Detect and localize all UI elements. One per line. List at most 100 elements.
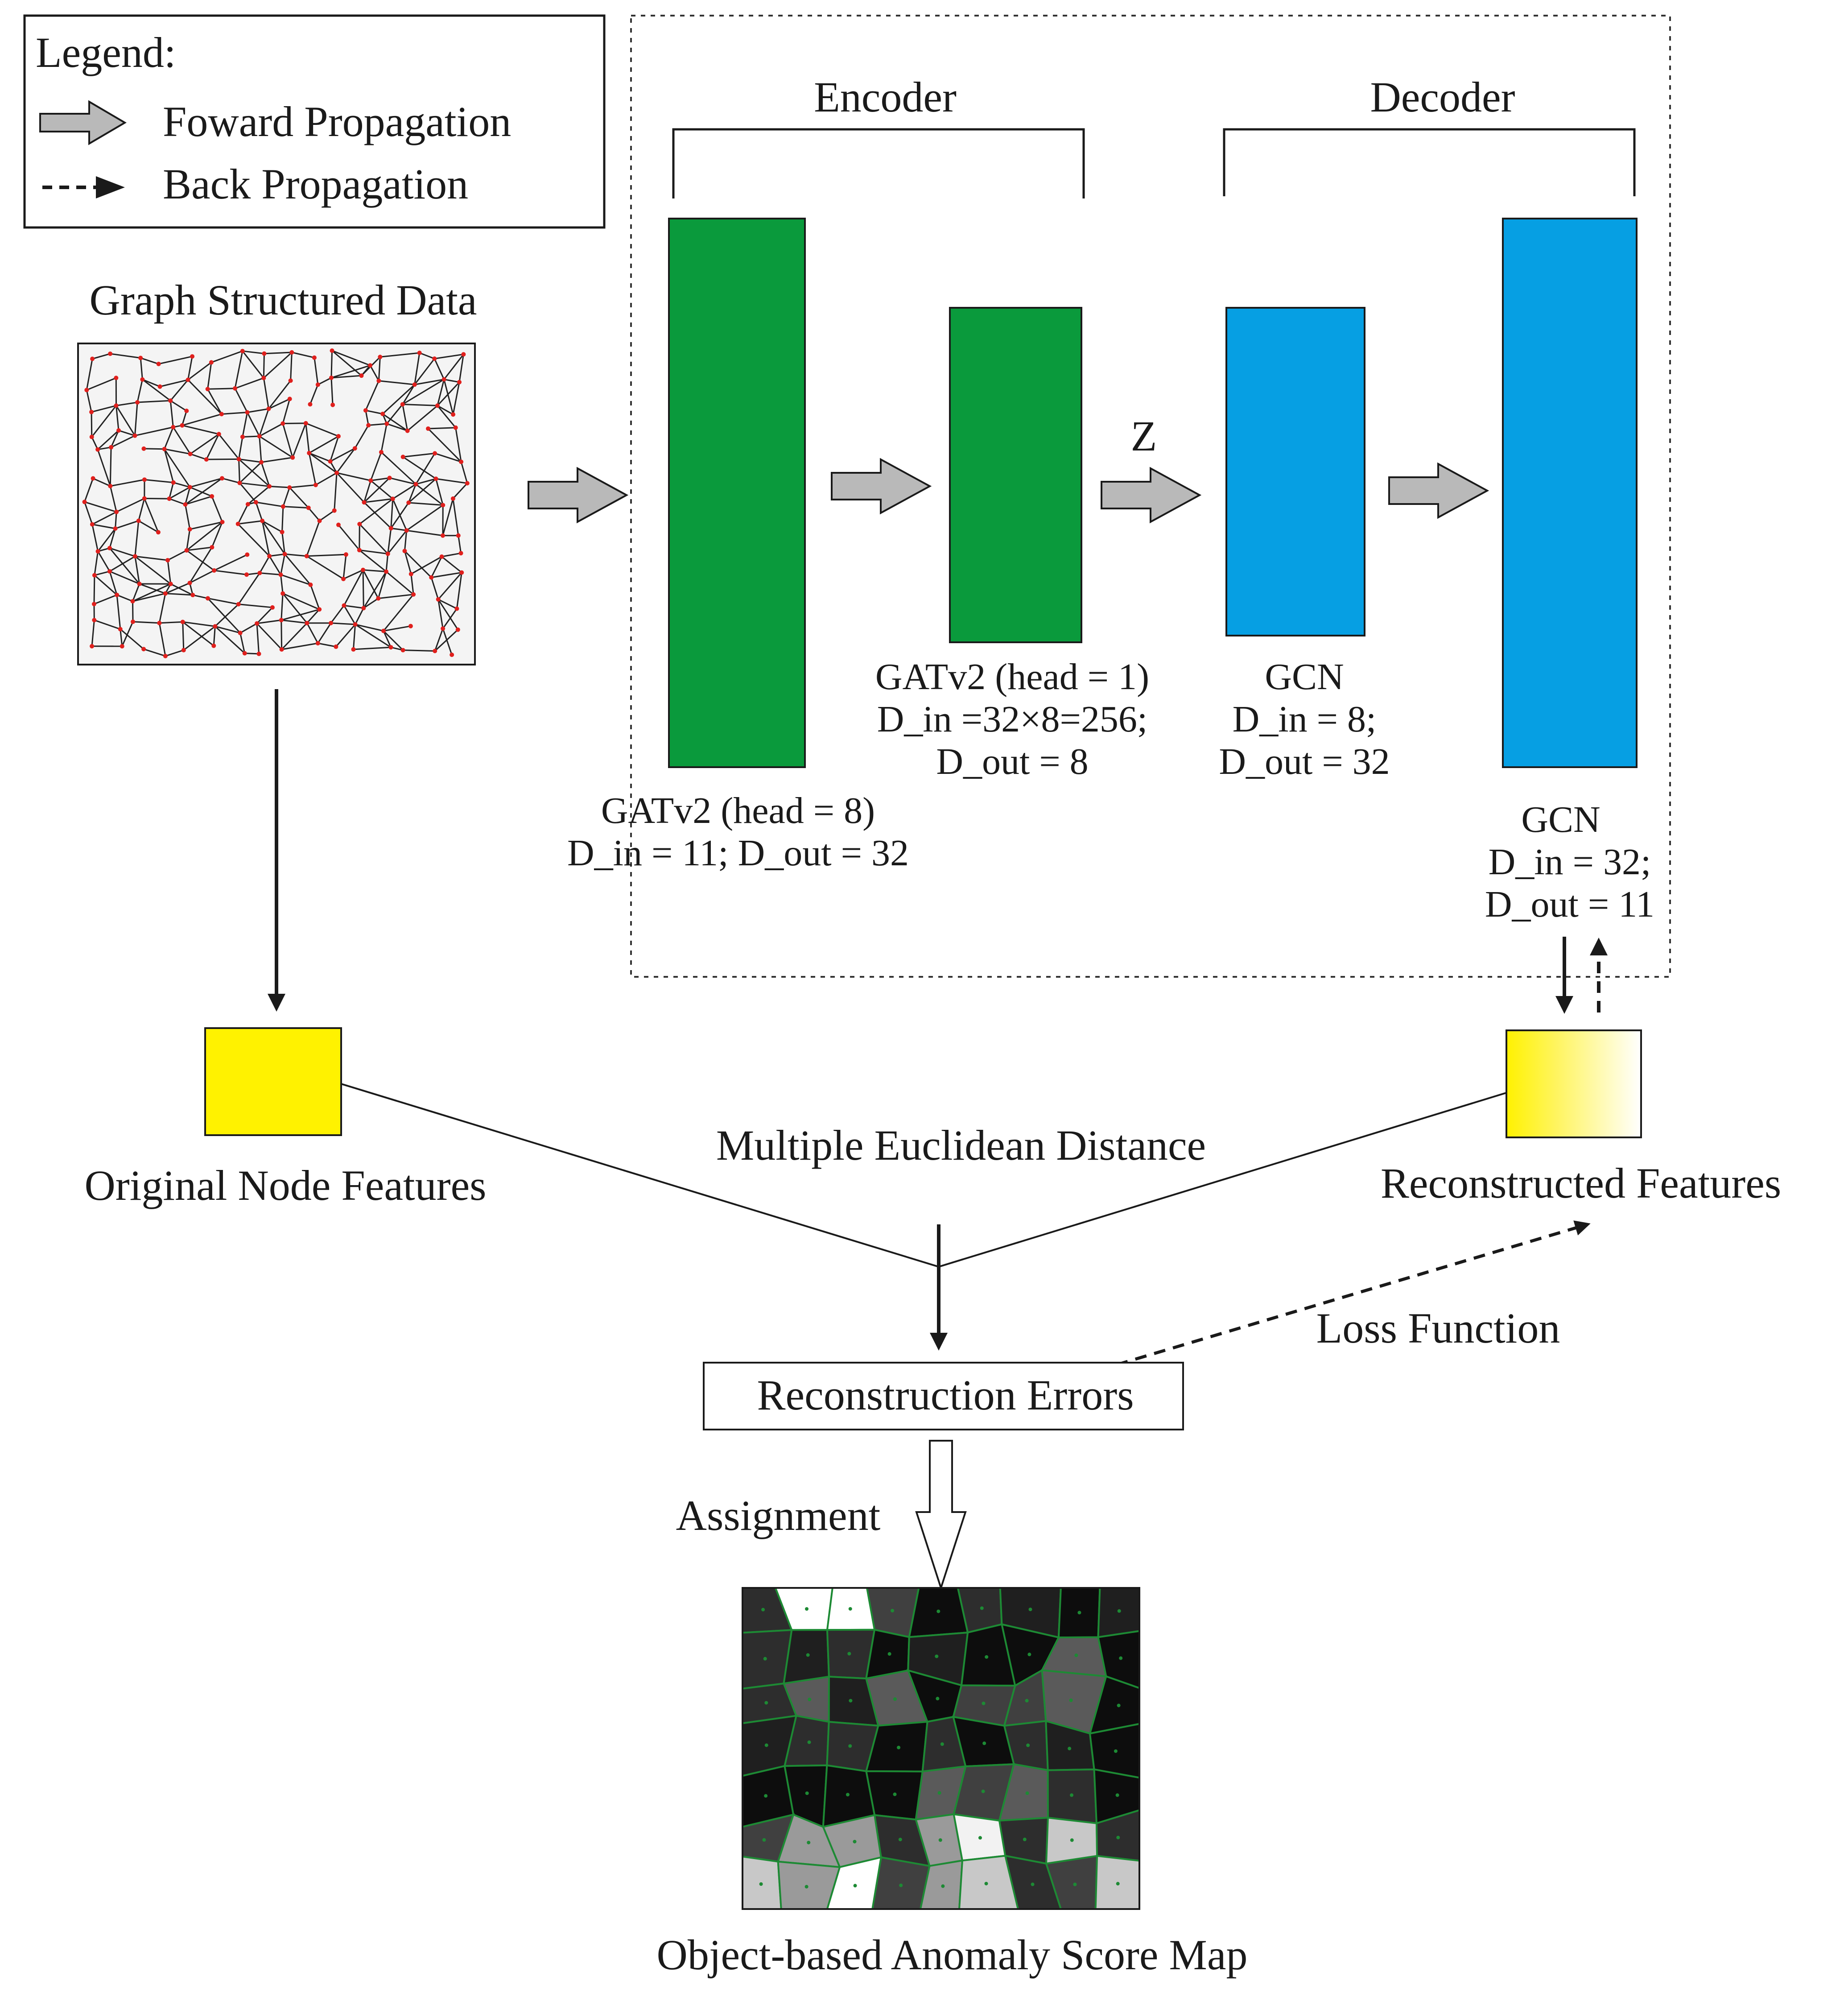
graph-edge [121,621,134,647]
graph-edge [110,353,141,359]
graph-edge [158,593,166,624]
graph-edge [387,530,407,554]
score-map-segment [1095,1809,1139,1862]
graph-edge [392,484,417,500]
graph-node [210,494,214,499]
encoder-layer2-block [949,307,1082,643]
graph-edge [190,453,207,460]
graph-node [236,602,241,607]
graph-edge [169,498,186,505]
score-map-seed [848,1744,852,1748]
graph-edge [234,351,243,389]
graph-edge [443,379,454,415]
graph-edge [187,379,222,415]
score-map-seed [847,1652,851,1656]
graph-edge [264,351,292,355]
graph-edge [140,357,159,365]
decoder-layer2-line2: D_in = 32; [1489,841,1651,883]
score-map-seed [849,1699,853,1703]
graph-edge [437,405,454,415]
graph-edge [247,412,260,437]
graph-edge [383,625,411,632]
graph-edge [214,603,239,627]
graph-edge [182,413,222,426]
graph-edge [306,609,320,624]
graph-edge [385,554,389,572]
graph-node [400,455,405,459]
dashed-arrow-icon [42,176,125,198]
graph-edge [239,632,246,653]
score-map-seed [761,1608,765,1612]
score-map-seed [1119,1656,1123,1660]
graph-node [279,618,284,623]
forward-arrows [528,458,1489,524]
graph-edge [285,553,307,557]
graph-edge [359,550,387,572]
graph-edge [116,595,121,629]
graph-node [262,351,267,356]
graph-edge [132,593,166,602]
score-map-seed [1117,1703,1121,1707]
graph-node [343,552,348,557]
graph-edge [336,472,371,481]
graph-edge [190,521,223,530]
graph-edge [354,425,369,449]
graph-node [303,421,308,426]
graph-node [156,530,161,535]
graph-node [156,361,161,366]
graph-edge [268,398,290,409]
graph-node [332,508,337,513]
graph-edge [259,423,283,437]
graph-edge [237,504,249,525]
graph-node [402,549,407,554]
graph-edge [437,599,444,629]
encoder-layer2-line1: GATv2 (head = 1) [875,656,1149,698]
loss-backprop-arrow [1041,1220,1591,1389]
assignment-label: Assignment [676,1492,881,1539]
graph-node [357,548,362,553]
graph-data-title: Graph Structured Data [89,276,477,324]
graph-node [183,502,188,507]
score-map-seed [1073,1882,1077,1886]
graph-edge [192,594,208,599]
graph-edge [238,603,273,608]
graph-edge [355,624,392,648]
graph-node [244,572,249,577]
graph-node [351,647,356,652]
graph-edge [436,478,468,484]
graph-edge [280,620,283,650]
graph-node [114,509,119,514]
graph-edge [234,388,248,413]
score-map-seed [853,1884,857,1888]
graph-edge [242,351,264,379]
graph-edge [414,352,421,385]
score-map-seed [1025,1791,1029,1795]
graph-node [376,596,381,601]
graph-edge [365,410,369,426]
score-map-segments [742,1588,1139,1909]
graph-node [219,476,224,481]
graph-edge [142,379,161,388]
graph-node [91,476,95,481]
graph-edge [182,621,215,627]
graph-edge [281,532,286,554]
graph-edge [260,462,270,487]
graph-edge [380,423,388,452]
graph-edge [282,399,291,424]
graph-node [135,400,140,405]
graph-edge [134,521,140,557]
graph-edge [239,623,257,634]
score-map-seed [1070,1793,1074,1797]
graph-edge [292,423,307,458]
graph-edge [135,555,168,561]
graph-edge [281,608,320,621]
graph-edge [403,649,435,652]
graph-node [368,363,373,368]
graph-edge [120,629,123,647]
graph-node [465,481,470,486]
encoder-title: Encoder [814,73,957,121]
graph-node [142,496,147,501]
graph-node [181,648,186,653]
graph-node [330,348,334,353]
distance-lines [341,1083,1507,1268]
